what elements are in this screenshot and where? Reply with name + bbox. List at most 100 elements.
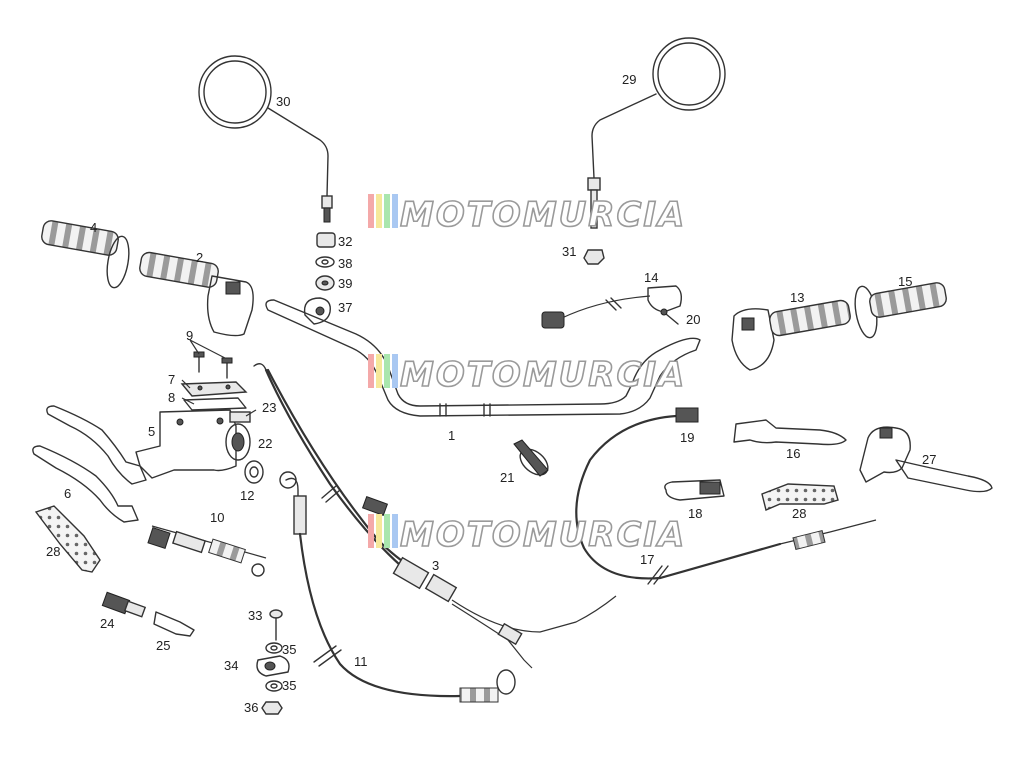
boot-25 (153, 611, 195, 637)
label-11: 11 (354, 654, 368, 669)
label-27: 27 (922, 452, 936, 467)
label-36: 36 (244, 700, 258, 715)
label-8: 8 (168, 390, 175, 405)
clamp-34 (256, 655, 290, 677)
nut-36 (261, 701, 283, 715)
adjuster-19 (675, 407, 699, 423)
banjo-bolt-23 (229, 411, 251, 423)
watermark-stripe (384, 194, 390, 228)
screws-9 (193, 351, 233, 379)
bolt-33 (269, 609, 283, 641)
watermark-stripe (392, 514, 398, 548)
watermark-stripe (368, 514, 374, 548)
label-31: 31 (562, 244, 576, 259)
label-23: 23 (262, 400, 276, 415)
watermark-text: MOTOMURCIA (400, 355, 686, 395)
bolt-cable-3 (361, 495, 389, 517)
washer-35-top (265, 642, 283, 654)
lever-guard-28-left (34, 505, 101, 573)
watermark-bottom: MOTOMURCIA (368, 514, 686, 556)
label-21: 21 (500, 470, 514, 485)
label-5: 5 (148, 424, 155, 439)
label-18: 18 (688, 506, 702, 521)
label-39: 39 (338, 276, 352, 291)
label-20: 20 (686, 312, 700, 327)
piston-kit-10 (147, 525, 267, 577)
label-4: 4 (90, 220, 97, 235)
label-30: 30 (276, 94, 290, 109)
throttle-13 (731, 299, 851, 371)
screw-20 (660, 308, 679, 325)
watermark-stripe (368, 354, 374, 388)
watermark-stripe (376, 194, 382, 228)
gasket-8 (183, 397, 247, 411)
label-35-top: 35 (282, 642, 296, 657)
label-29: 29 (622, 72, 636, 87)
label-28-left: 28 (46, 544, 60, 559)
boot-18 (664, 479, 725, 501)
watermark-text: MOTOMURCIA (400, 195, 686, 235)
label-10: 10 (210, 510, 224, 525)
nut-39 (315, 275, 335, 291)
label-13: 13 (790, 290, 804, 305)
watermark-stripe (368, 194, 374, 228)
watermark-stripe (376, 354, 382, 388)
watermark-stripe (384, 514, 390, 548)
label-34: 34 (224, 658, 238, 673)
watermark-top: MOTOMURCIA (368, 194, 686, 236)
cap-7 (180, 381, 248, 397)
label-19: 19 (680, 430, 694, 445)
lever-assembly-27 (859, 426, 993, 493)
lever-guard-28-right (761, 483, 839, 511)
brake-hose-11 (279, 471, 516, 703)
label-16: 16 (786, 446, 800, 461)
kill-switch-14 (541, 285, 683, 329)
label-7: 7 (168, 372, 175, 387)
grip-4 (41, 220, 130, 289)
label-1: 1 (448, 428, 455, 443)
watermark-middle: MOTOMURCIA (368, 354, 686, 396)
label-15: 15 (898, 274, 912, 289)
label-12: 12 (240, 488, 254, 503)
washer-35-bottom (265, 680, 283, 692)
leader-lines (181, 339, 257, 417)
label-33: 33 (248, 608, 262, 623)
clutch-lever-6 (32, 445, 139, 523)
label-38: 38 (338, 256, 352, 271)
label-22: 22 (258, 436, 272, 451)
washer-12 (244, 460, 264, 484)
label-37: 37 (338, 300, 352, 315)
throttle-cable-3 (253, 363, 617, 669)
label-24: 24 (100, 616, 114, 631)
nut-31 (583, 249, 605, 265)
brake-lever-5 (46, 405, 147, 485)
watermark-stripe (392, 194, 398, 228)
label-14: 14 (644, 270, 658, 285)
watermark-stripe (392, 354, 398, 388)
label-17: 17 (640, 552, 654, 567)
adjuster-24 (101, 591, 147, 618)
part-labels: 1 2 3 4 5 6 7 8 9 10 11 12 13 14 15 16 1… (46, 72, 936, 715)
strap-21 (513, 439, 549, 477)
lever-16 (733, 419, 847, 446)
label-35-bottom: 35 (282, 678, 296, 693)
master-cylinder-5 (135, 409, 251, 479)
grip-2 (139, 251, 254, 337)
label-9: 9 (186, 328, 193, 343)
label-6: 6 (64, 486, 71, 501)
label-32: 32 (338, 234, 352, 249)
label-3: 3 (432, 558, 439, 573)
clamp-37 (303, 297, 331, 325)
label-28-right: 28 (792, 506, 806, 521)
mirror-right (587, 37, 726, 229)
grip-15 (854, 282, 947, 339)
washer-38 (315, 256, 335, 268)
watermark-text: MOTOMURCIA (400, 515, 686, 555)
label-2: 2 (196, 250, 203, 265)
mirror-left (198, 55, 333, 223)
watermark-stripe (376, 514, 382, 548)
label-25: 25 (156, 638, 170, 653)
nut-32 (316, 232, 336, 248)
clutch-cable-17 (575, 414, 877, 585)
